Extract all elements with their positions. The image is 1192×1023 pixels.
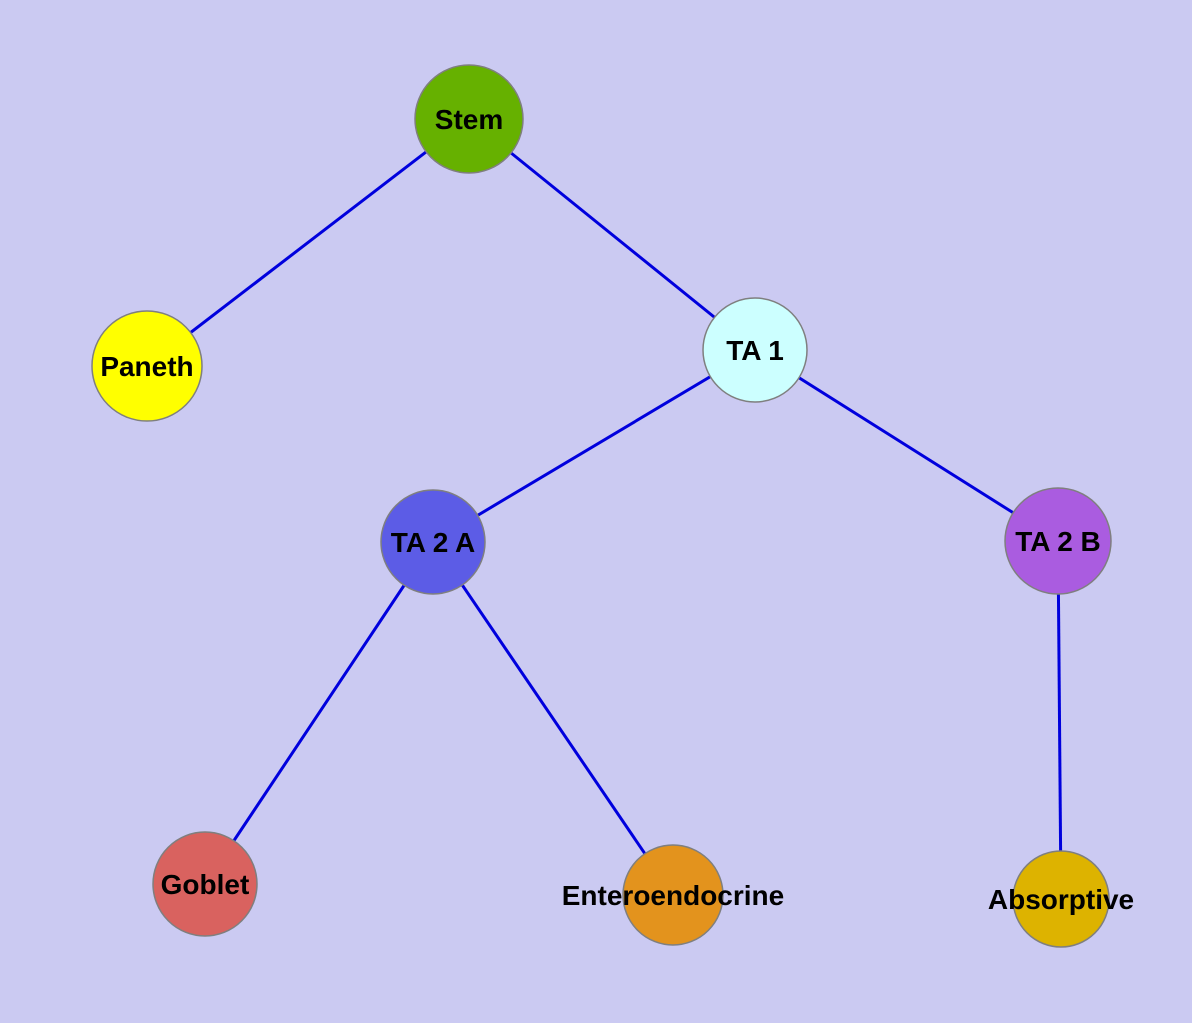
edge-ta-1-to-ta-2-b bbox=[754, 348, 1059, 543]
node-stem[interactable] bbox=[414, 64, 524, 174]
node-paneth[interactable] bbox=[91, 310, 203, 422]
node-ta-2-b[interactable] bbox=[1004, 487, 1112, 595]
node-absorptive[interactable] bbox=[1012, 850, 1110, 948]
edges-layer bbox=[146, 117, 1063, 900]
edge-stem-to-ta-1 bbox=[468, 117, 756, 352]
node-enteroendocrine[interactable] bbox=[622, 844, 724, 946]
edge-ta-2-a-to-enteroendocrine bbox=[431, 541, 675, 896]
node-ta-1[interactable] bbox=[702, 297, 808, 403]
node-goblet[interactable] bbox=[152, 831, 258, 937]
edge-ta-2-b-to-absorptive bbox=[1056, 540, 1063, 900]
edge-ta-2-a-to-goblet bbox=[203, 541, 435, 885]
node-ta-2-a[interactable] bbox=[380, 489, 486, 595]
edge-stem-to-paneth bbox=[146, 117, 470, 368]
nodes-layer bbox=[91, 64, 1112, 948]
edge-ta-1-to-ta-2-a bbox=[432, 348, 756, 544]
